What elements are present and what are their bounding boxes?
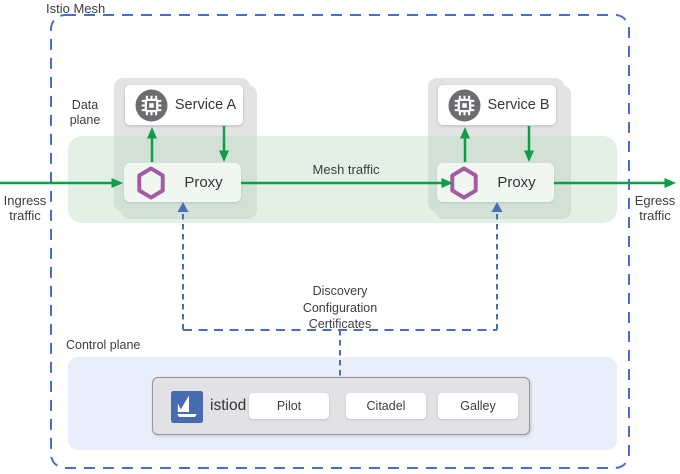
envoy-hexagon-icon	[137, 166, 165, 199]
istiod-label: istiod	[210, 396, 247, 414]
proxy-a-box: Proxy	[124, 163, 241, 202]
service-a-box: Service A	[125, 85, 243, 125]
control-link-discovery-label: Discovery	[312, 284, 368, 298]
mesh-traffic-label: Mesh traffic	[312, 162, 380, 177]
proxy-b-box: Proxy	[437, 163, 554, 202]
istiod-box: istiod Pilot Citadel Galley	[152, 377, 530, 435]
microchip-icon	[135, 89, 168, 121]
mesh-title: Istio Mesh	[46, 1, 106, 16]
control-plane-label: Control plane	[66, 338, 141, 352]
envoy-hexagon-icon	[450, 166, 478, 199]
control-link-certificates-label: Certificates	[308, 317, 372, 331]
control-link-configuration-label: Configuration	[302, 300, 378, 315]
istiod-component-galley: Galley	[438, 393, 518, 419]
data-plane-label: Data plane	[69, 98, 101, 127]
service-b-label: Service B	[487, 97, 550, 113]
control-links-label: Discovery Configuration Certificates	[270, 283, 410, 333]
proxy-a-label: Proxy	[184, 174, 223, 191]
microchip-icon	[448, 89, 481, 121]
istiod-component-citadel: Citadel	[346, 393, 426, 419]
istio-sailboat-logo	[171, 391, 203, 423]
istiod-component-pilot: Pilot	[249, 393, 329, 419]
service-b-box: Service B	[438, 85, 556, 125]
egress-traffic-label: Egress traffic	[634, 193, 676, 223]
ingress-traffic-label: Ingress traffic	[3, 193, 47, 223]
service-a-label: Service A	[174, 97, 237, 113]
proxy-b-label: Proxy	[497, 174, 536, 191]
